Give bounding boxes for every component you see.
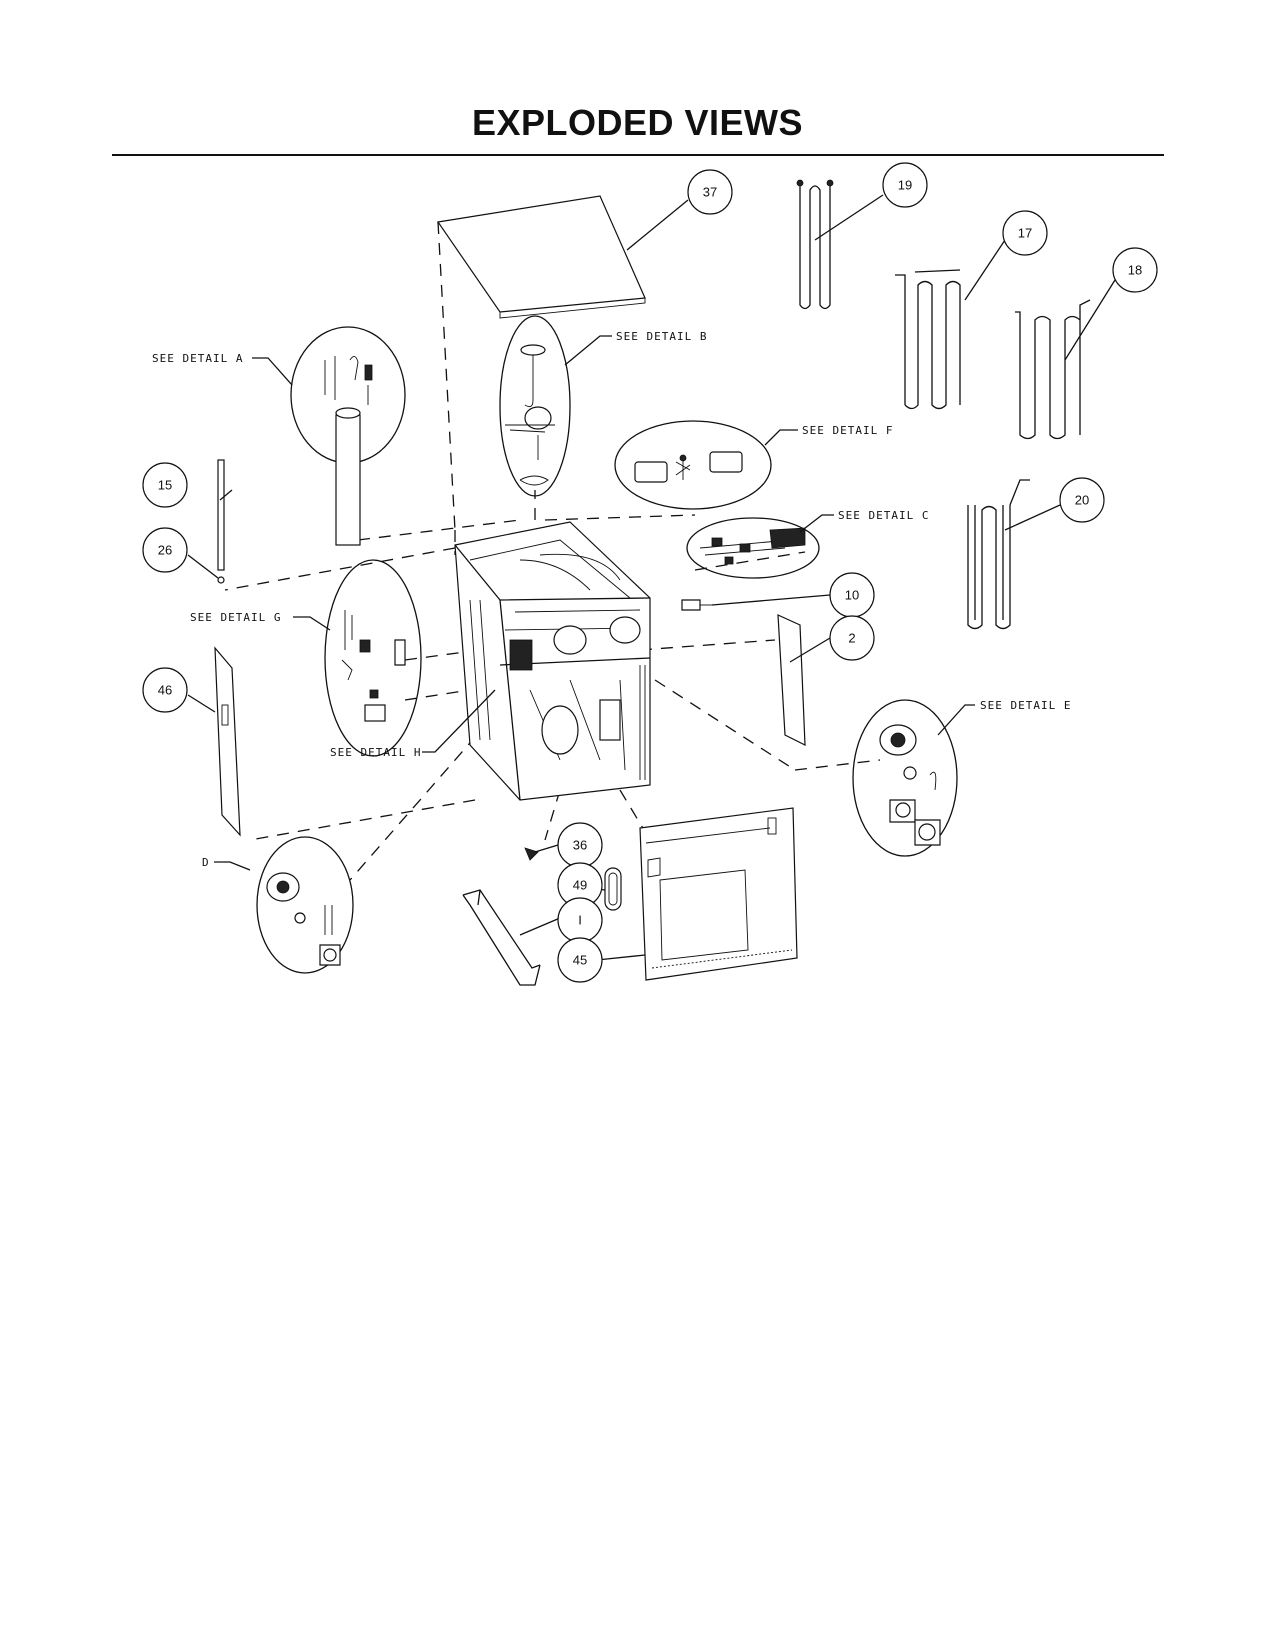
detail-d-cluster [256, 836, 354, 974]
callout-15: 15 [142, 462, 188, 508]
svg-text:17: 17 [1018, 226, 1032, 241]
detail-a-label: SEE DETAIL A [152, 352, 243, 365]
item-1-tube [462, 889, 541, 986]
callout-10: 10 [829, 572, 875, 618]
title-rule [112, 154, 1164, 156]
detail-d-label: D [202, 856, 210, 869]
svg-text:19: 19 [898, 178, 912, 193]
callout-17: 17 [1002, 210, 1048, 256]
detail-c-label: SEE DETAIL C [838, 509, 929, 522]
svg-text:15: 15 [158, 478, 172, 493]
detail-a-cluster [290, 326, 406, 546]
coil-20 [967, 479, 1030, 630]
top-cover-panel [436, 195, 646, 319]
coil-17 [895, 269, 961, 410]
svg-text:18: 18 [1128, 263, 1142, 278]
item-10-part [681, 599, 712, 611]
item-49-handle [604, 867, 622, 911]
svg-text:10: 10 [845, 588, 859, 603]
rod-parts [217, 459, 225, 584]
side-panel-2 [777, 614, 806, 746]
svg-text:I: I [578, 913, 582, 928]
callout-2: 2 [829, 615, 875, 661]
detail-f-label: SEE DETAIL F [802, 424, 893, 437]
callout-19: 19 [882, 162, 928, 208]
callout-20: 20 [1059, 477, 1105, 523]
detail-h-label: SEE DETAIL H [330, 746, 421, 759]
side-panel-46 [214, 646, 241, 837]
detail-c-cluster [686, 517, 820, 579]
callout-1: I [557, 897, 603, 943]
callout-49: 49 [557, 862, 603, 908]
svg-text:37: 37 [703, 185, 717, 200]
coil-19 [796, 179, 834, 310]
svg-text:26: 26 [158, 543, 172, 558]
callout-46: 46 [142, 667, 188, 713]
detail-f-cluster [614, 420, 772, 510]
coil-18 [1015, 299, 1091, 440]
detail-g-cluster [324, 559, 422, 757]
detail-b-label: SEE DETAIL B [616, 330, 707, 343]
callout-45: 45 [557, 937, 603, 983]
svg-text:20: 20 [1075, 493, 1089, 508]
page-title: EXPLODED VIEWS [471, 102, 804, 143]
detail-e-cluster [852, 699, 958, 857]
callout-26: 26 [142, 527, 188, 573]
svg-text:45: 45 [573, 953, 587, 968]
front-panel-45 [639, 807, 798, 981]
callout-37: 37 [687, 169, 733, 215]
svg-text:46: 46 [158, 683, 172, 698]
detail-g-label: SEE DETAIL G [190, 611, 281, 624]
main-cabinet [454, 521, 651, 801]
svg-text:2: 2 [848, 631, 855, 646]
detail-b-cluster [499, 315, 571, 497]
item-36-part [524, 847, 539, 861]
detail-e-label: SEE DETAIL E [980, 699, 1071, 712]
svg-text:36: 36 [573, 838, 587, 853]
svg-text:49: 49 [573, 878, 587, 893]
callout-18: 18 [1112, 247, 1158, 293]
callout-36: 36 [557, 822, 603, 868]
